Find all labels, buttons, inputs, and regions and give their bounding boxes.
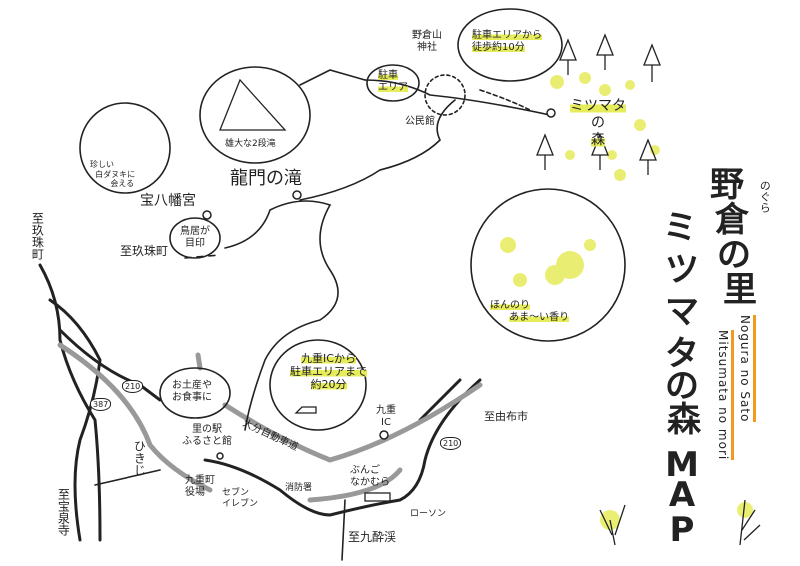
label-to-yufu: 至由布市: [484, 410, 528, 423]
label-lawson: ローソン: [410, 509, 447, 519]
title-char: 里: [718, 270, 762, 310]
souvenir-bubble-text: お土産やお食事に: [172, 380, 212, 403]
label-to-kusu-lower: 至玖珠町: [120, 244, 169, 258]
title-char: ツ: [660, 250, 704, 290]
title-char: ミ: [658, 208, 702, 248]
drive-bubble-text: 九重ICから駐車エリアまで約20分: [290, 352, 367, 392]
car-icon: [294, 406, 317, 414]
parking-bubble-outline: [366, 64, 420, 102]
title-char: の: [660, 366, 704, 406]
tanuki-bubble-text: 珍しい 白ダヌキに 会える: [90, 160, 136, 189]
title-char: 森: [662, 400, 706, 440]
station-marker: [216, 452, 224, 460]
waterfall-drawing: [219, 78, 287, 131]
label-seven-eleven: セブンイレブン: [222, 488, 259, 509]
title-romaji-nogura: Nogura no Sato: [738, 315, 756, 423]
label-hikiji: ひきじ: [132, 440, 147, 476]
torii-bubble-text: 鳥居が目印: [180, 226, 210, 249]
waterfall-bubble-text: 雄大な2段滝: [225, 139, 276, 149]
waterfall-bubble-outline: [199, 66, 311, 164]
walk-bubble-text: 駐車エリアから徒歩約10分: [472, 30, 542, 53]
forest-marker: [546, 108, 556, 118]
label-takara-hachimangu: 宝八幡宮: [140, 193, 196, 209]
label-nogurayama-shrine: 野倉山神社: [412, 30, 442, 53]
road-gray-west: [57, 342, 213, 493]
hosenji-road: [94, 469, 161, 486]
label-sato-no-eki: 里の駅ふるさと館: [182, 424, 232, 447]
road-left-branch: [48, 298, 102, 542]
tree-icons: [219, 33, 761, 546]
title-char: P: [660, 510, 704, 550]
title-char: A: [660, 475, 704, 515]
hachimangu-marker: [202, 210, 212, 220]
route-210-shield-west: 210: [122, 380, 144, 393]
title-furigana: のぐら: [758, 180, 772, 213]
road-route-210-east: [418, 378, 462, 422]
souvenir-bubble-outline: [159, 367, 231, 419]
flower-sprig-left: [599, 504, 626, 546]
title-char: の: [712, 235, 756, 275]
label-town-office: 九重町役場: [185, 475, 215, 498]
label-to-kusu-top: 至玖珠町: [30, 212, 45, 260]
road-top-left: [299, 69, 366, 86]
mountain-road: [224, 200, 339, 431]
route-210-shield-east: 210: [440, 437, 462, 450]
expressway-line: [222, 382, 483, 463]
road-town-main: [203, 378, 482, 517]
scent-bubble-outline: [470, 188, 626, 342]
ryumon-marker: [292, 190, 302, 200]
label-to-hosenji: 至宝泉寺: [56, 488, 71, 536]
title-char: タ: [660, 334, 704, 374]
label-mitsumata-forest: ミツマタの森: [570, 98, 626, 148]
road-route-210-west: [58, 328, 162, 402]
walk-bubble-outline: [457, 8, 563, 82]
parking-area-circle: [424, 74, 466, 116]
title-char: マ: [660, 292, 704, 332]
road-to-forest: [364, 79, 551, 116]
label-fire-station: 消防署: [285, 483, 313, 493]
road-gray-south: [307, 467, 403, 503]
drive-bubble-outline: [269, 339, 367, 431]
scent-bubble-text: ほんのり あま〜い香り: [490, 300, 570, 323]
ic-marker: [379, 430, 389, 440]
tanuki-bubble-outline: [79, 102, 171, 194]
label-community-hall: 公民館: [405, 116, 435, 127]
parking-bubble-text: 駐車エリア: [378, 70, 408, 93]
flower-sprig-right: [739, 499, 761, 546]
title-char: 倉: [710, 200, 754, 240]
route-387-shield: 387: [90, 398, 112, 411]
mountain-road-upper: [299, 99, 456, 201]
walking-path: [479, 89, 531, 111]
torii-bubble-outline: [169, 217, 221, 259]
label-to-kusui: 至九酔渓: [348, 530, 397, 544]
mitsumata-flower-dots: [500, 72, 753, 530]
kusui-road: [341, 499, 346, 561]
bridge-icon: [364, 492, 391, 502]
road-gray-north: [195, 352, 203, 371]
title-char: 野: [705, 165, 749, 205]
label-bungo-nakamura: ぶんごなかむら: [350, 465, 390, 488]
label-ryumon-falls: 龍門の滝: [230, 168, 302, 189]
title-romaji-mitsumata: Mitsumata no mori: [716, 330, 734, 461]
